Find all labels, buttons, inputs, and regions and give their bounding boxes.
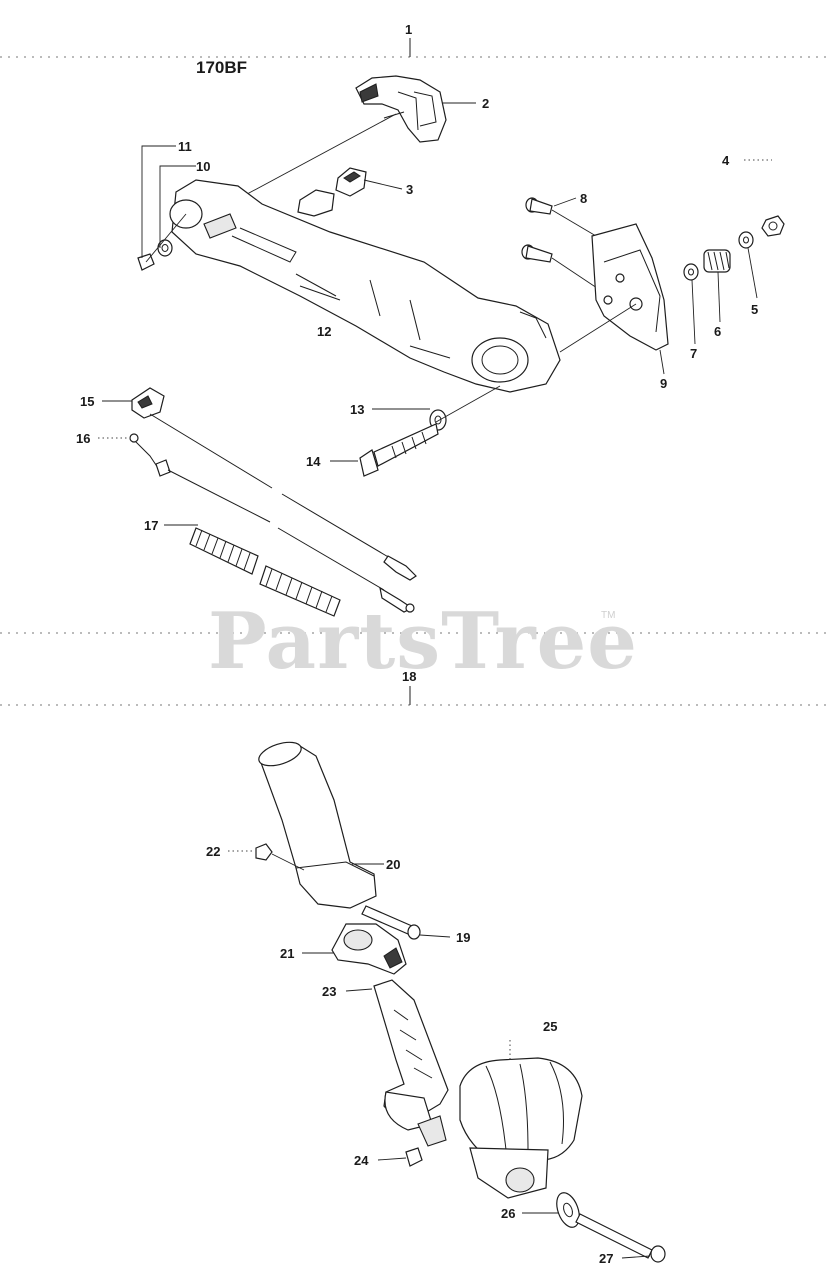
callout-15[interactable]: 15 xyxy=(80,394,94,409)
part-2-clamp-bracket[interactable] xyxy=(235,75,447,201)
part-12-arm[interactable] xyxy=(169,179,561,393)
callout-21[interactable]: 21 xyxy=(280,946,294,961)
part-27-bolt[interactable] xyxy=(575,1213,666,1263)
callout-14[interactable]: 14 xyxy=(306,454,321,469)
callout-20[interactable]: 20 xyxy=(386,857,400,872)
part-26-washer[interactable] xyxy=(552,1190,583,1231)
callout-18[interactable]: 18 xyxy=(402,669,416,684)
part-7-washer[interactable] xyxy=(683,263,699,281)
part-22-nut[interactable] xyxy=(255,843,305,871)
callout-23[interactable]: 23 xyxy=(322,984,336,999)
part-19-screw[interactable] xyxy=(361,905,421,940)
part-9-plate[interactable] xyxy=(559,223,669,353)
part-25-clamp-band[interactable] xyxy=(459,1057,583,1199)
part-16-wire[interactable] xyxy=(129,433,415,613)
callout-4[interactable]: 4 xyxy=(722,153,730,168)
callout-26[interactable]: 26 xyxy=(501,1206,515,1221)
callout-1[interactable]: 1 xyxy=(405,22,412,37)
part-17-springs[interactable] xyxy=(189,527,341,617)
callout-17[interactable]: 17 xyxy=(144,518,158,533)
callout-6[interactable]: 6 xyxy=(714,324,721,339)
part-23-holder[interactable] xyxy=(373,979,449,1147)
part-4-nut[interactable] xyxy=(761,215,785,237)
part-5-washer[interactable] xyxy=(738,231,754,249)
callout-16[interactable]: 16 xyxy=(76,431,90,446)
callout-5[interactable]: 5 xyxy=(751,302,758,317)
part-20-handle[interactable] xyxy=(256,738,377,909)
part-21-clamp[interactable] xyxy=(331,923,407,975)
callout-9[interactable]: 9 xyxy=(660,376,667,391)
callout-27[interactable]: 27 xyxy=(599,1251,613,1266)
watermark-trademark: TM xyxy=(601,610,615,621)
callout-leaders xyxy=(98,102,772,1259)
callout-22[interactable]: 22 xyxy=(206,844,220,859)
callout-2[interactable]: 2 xyxy=(482,96,489,111)
callout-13[interactable]: 13 xyxy=(350,402,364,417)
part-24-nut[interactable] xyxy=(405,1147,423,1167)
watermark: PartsTree xyxy=(208,596,638,687)
callout-19[interactable]: 19 xyxy=(456,930,470,945)
section-separators xyxy=(0,38,832,706)
callout-11[interactable]: 11 xyxy=(178,139,192,154)
part-6-spring[interactable] xyxy=(703,249,731,273)
callout-10[interactable]: 10 xyxy=(196,159,210,174)
part-8-bolts[interactable] xyxy=(521,197,601,291)
callout-3[interactable]: 3 xyxy=(406,182,413,197)
part-15-connector-cable[interactable] xyxy=(131,387,417,581)
callout-7[interactable]: 7 xyxy=(690,346,697,361)
model-label: 170BF xyxy=(196,58,247,77)
callout-24[interactable]: 24 xyxy=(354,1153,369,1168)
callout-8[interactable]: 8 xyxy=(580,191,587,206)
part-3-block[interactable] xyxy=(297,167,367,217)
callout-labels: 1 2 3 4 5 6 7 8 9 10 11 12 13 14 15 16 1… xyxy=(76,22,758,1266)
callout-25[interactable]: 25 xyxy=(543,1019,557,1034)
callout-12[interactable]: 12 xyxy=(317,324,331,339)
part-13-washer[interactable] xyxy=(429,409,447,431)
part-14-bolt[interactable] xyxy=(359,385,501,477)
